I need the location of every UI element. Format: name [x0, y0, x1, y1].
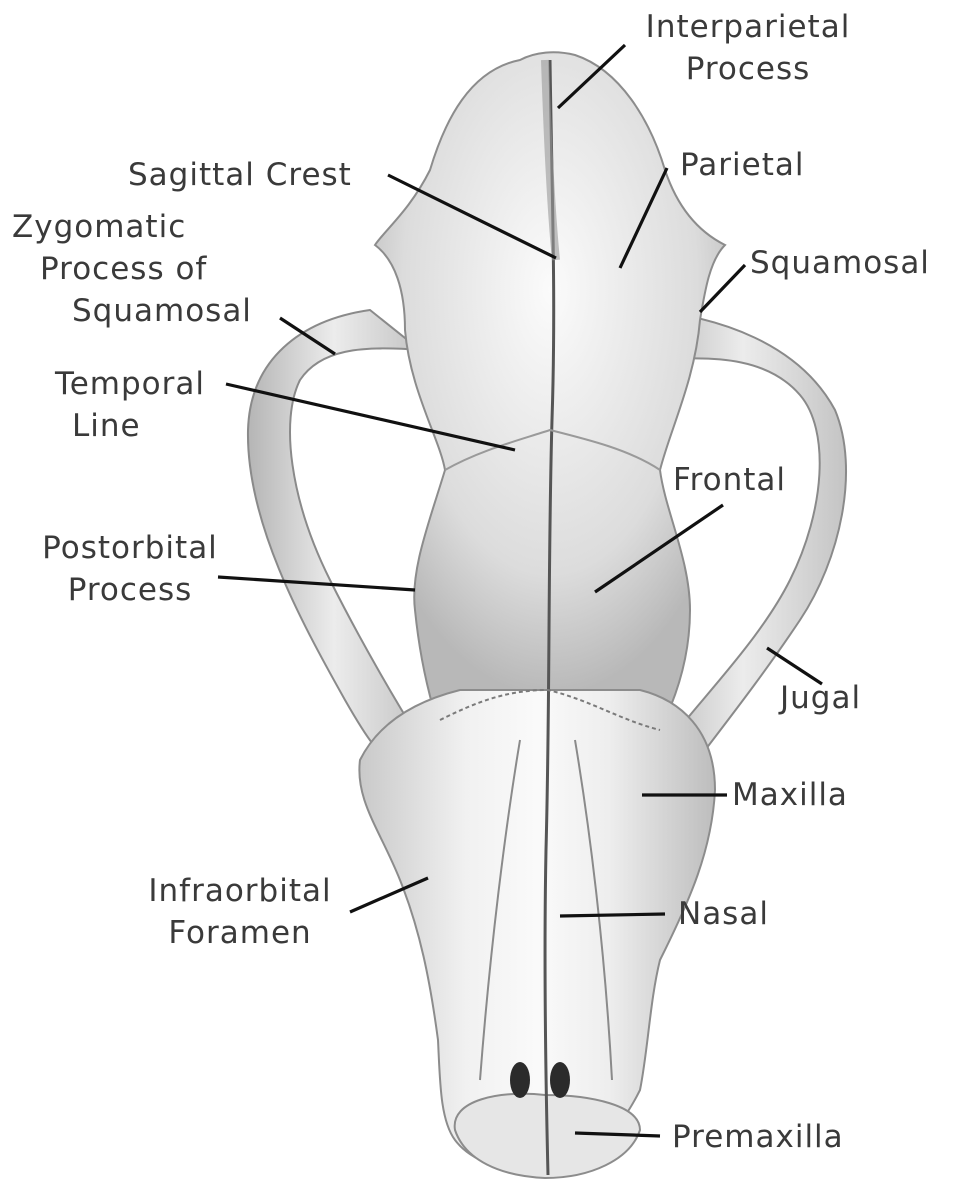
label-squamosal: Squamosal [750, 242, 930, 284]
label-sagittal-crest: Sagittal Crest [128, 154, 352, 196]
label-jugal: Jugal [780, 677, 861, 719]
leader-nasal [560, 914, 665, 916]
label-temporal-line: Temporal Line [40, 363, 220, 447]
nostril-right [550, 1062, 570, 1098]
label-nasal: Nasal [678, 893, 769, 935]
left-zygomatic-arch [248, 310, 420, 770]
nostril-left [510, 1062, 530, 1098]
label-frontal: Frontal [673, 459, 786, 501]
label-interparietal-process: Interparietal Process [628, 6, 868, 90]
label-zygomatic-process-of-squamosal: Zygomatic Process of Squamosal [0, 206, 272, 332]
label-infraorbital-foramen: Infraorbital Foramen [130, 870, 350, 954]
label-parietal: Parietal [680, 144, 805, 186]
label-maxilla: Maxilla [732, 774, 848, 816]
label-premaxilla: Premaxilla [672, 1116, 844, 1158]
label-postorbital-process: Postorbital Process [30, 527, 230, 611]
